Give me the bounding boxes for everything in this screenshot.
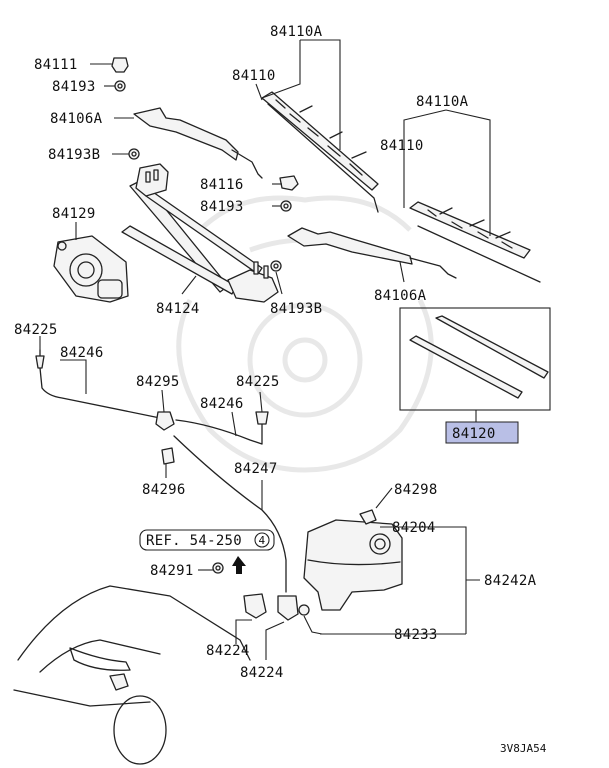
- car-location-sketch: [13, 585, 251, 765]
- grommet-84233: [298, 604, 310, 616]
- wiper-blade-assembly-right: [409, 201, 541, 283]
- ref-box: [139, 529, 275, 551]
- washer-hose-right: [175, 411, 269, 445]
- label-84298: 84298: [394, 482, 438, 498]
- label-84225-b: 84225: [236, 374, 280, 390]
- arrow-up-icon: [232, 556, 246, 574]
- label-84246-b: 84246: [200, 396, 244, 412]
- label-84193B-a: 84193B: [48, 147, 100, 163]
- ref-number: 4: [259, 534, 266, 547]
- pump-84224-a: [243, 593, 267, 619]
- label-84295: 84295: [136, 374, 180, 390]
- label-84110-top: 84110: [232, 68, 276, 84]
- label-84204: 84204: [392, 520, 436, 536]
- wiper-arm-lower: [287, 227, 457, 279]
- hose-joint-84295: [155, 411, 175, 431]
- cap-84116: [279, 175, 299, 191]
- label-84110A-top: 84110A: [270, 24, 323, 40]
- label-84193-b: 84193: [200, 199, 244, 215]
- label-84116: 84116: [200, 177, 244, 193]
- label-84110A-right: 84110A: [416, 94, 469, 110]
- label-84106A-bottom: 84106A: [374, 288, 427, 304]
- cap-84111: [111, 57, 129, 73]
- nut-84193-mid: [280, 200, 292, 212]
- label-84224-a: 84224: [206, 643, 250, 659]
- label-84129: 84129: [52, 206, 96, 222]
- label-84291: 84291: [150, 563, 194, 579]
- nut-84193B-left: [128, 148, 140, 160]
- label-84110-right: 84110: [380, 138, 424, 154]
- washer-hose-left: [35, 349, 161, 419]
- label-84233: 84233: [394, 627, 438, 643]
- wiper-motor: [53, 235, 129, 303]
- washer-tank: [303, 509, 403, 611]
- wiper-blade-assembly-left: [261, 91, 379, 213]
- nut-84193-top: [114, 80, 126, 92]
- label-84120: 84120: [452, 426, 496, 442]
- diagram-code: 3V8JA54: [500, 742, 547, 755]
- label-84111: 84111: [34, 57, 78, 73]
- label-84242A: 84242A: [484, 573, 537, 589]
- label-84124: 84124: [156, 301, 200, 317]
- label-84225-a: 84225: [14, 322, 58, 338]
- blade-refill-box: [399, 307, 551, 422]
- label-84296: 84296: [142, 482, 186, 498]
- ref-number-circle: [254, 532, 270, 548]
- label-84106A-top: 84106A: [50, 111, 103, 127]
- label-84193B-b: 84193B: [270, 301, 322, 317]
- part-84120-highlight: [445, 421, 519, 444]
- clip-84296: [161, 447, 175, 465]
- nut-84193B-right: [270, 260, 282, 272]
- grommet-84291: [212, 562, 224, 574]
- label-84224-b: 84224: [240, 665, 284, 681]
- pump-84224-b: [277, 595, 299, 621]
- ref-label: REF. 54-250: [146, 533, 242, 549]
- label-84193-a: 84193: [52, 79, 96, 95]
- wiper-arm-upper: [133, 107, 263, 179]
- leader-lines: [39, 39, 491, 660]
- label-84247: 84247: [234, 461, 278, 477]
- label-84246-a: 84246: [60, 345, 104, 361]
- wiper-linkage: [121, 163, 279, 303]
